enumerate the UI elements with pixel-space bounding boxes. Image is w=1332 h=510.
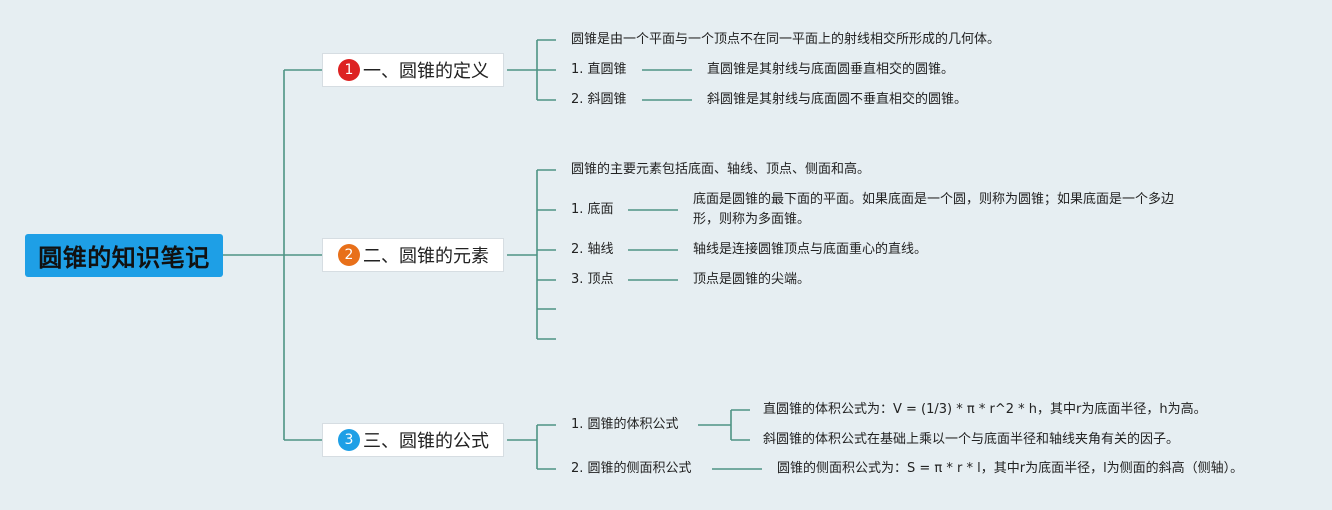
item-detail-oblique-cone[interactable]: 斜圆锥是其射线与底面圆不垂直相交的圆锥。: [707, 92, 968, 107]
item-label-oblique-cone[interactable]: 2. 斜圆锥: [571, 92, 627, 107]
item-detail-base[interactable]: 底面是圆锥的最下面的平面。如果底面是一个圆，则称为圆锥；如果底面是一个多边形，则…: [693, 192, 1175, 227]
item-detail-right-cone[interactable]: 直圆锥是其射线与底面圆垂直相交的圆锥。: [707, 62, 955, 77]
root-topic[interactable]: 圆锥的知识笔记: [25, 234, 223, 277]
number-badge-3: 3: [338, 429, 360, 451]
branch-formulas[interactable]: 3 三、圆锥的公式: [322, 423, 504, 457]
item-detail-volume-oblique[interactable]: 斜圆锥的体积公式在基础上乘以一个与底面半径和轴线夹角有关的因子。: [763, 432, 1180, 447]
item-label-base[interactable]: 1. 底面: [571, 202, 614, 217]
item-label-axis[interactable]: 2. 轴线: [571, 242, 614, 257]
item-label-vertex[interactable]: 3. 顶点: [571, 272, 614, 287]
item-detail-axis[interactable]: 轴线是连接圆锥顶点与底面重心的直线。: [693, 242, 928, 257]
item-label-volume[interactable]: 1. 圆锥的体积公式: [571, 417, 679, 432]
branch-label: 一、圆锥的定义: [363, 61, 489, 82]
branch-definition[interactable]: 1 一、圆锥的定义: [322, 53, 504, 87]
branch-label: 三、圆锥的公式: [363, 431, 489, 452]
item-detail-vertex[interactable]: 顶点是圆锥的尖端。: [693, 272, 811, 287]
item-label-right-cone[interactable]: 1. 直圆锥: [571, 62, 627, 77]
elements-intro[interactable]: 圆锥的主要元素包括底面、轴线、顶点、侧面和高。: [571, 162, 871, 177]
item-detail-volume-right[interactable]: 直圆锥的体积公式为：V = (1/3) * π * r^2 * h，其中r为底面…: [763, 402, 1207, 417]
branch-label: 二、圆锥的元素: [363, 246, 489, 267]
definition-intro[interactable]: 圆锥是由一个平面与一个顶点不在同一平面上的射线相交所形成的几何体。: [571, 32, 1001, 47]
item-label-lateral-area[interactable]: 2. 圆锥的侧面积公式: [571, 461, 692, 476]
number-badge-1: 1: [338, 59, 360, 81]
number-badge-2: 2: [338, 244, 360, 266]
branch-elements[interactable]: 2 二、圆锥的元素: [322, 238, 504, 272]
item-detail-lateral-area[interactable]: 圆锥的侧面积公式为：S = π * r * l，其中r为底面半径，l为侧面的斜高…: [777, 461, 1244, 476]
